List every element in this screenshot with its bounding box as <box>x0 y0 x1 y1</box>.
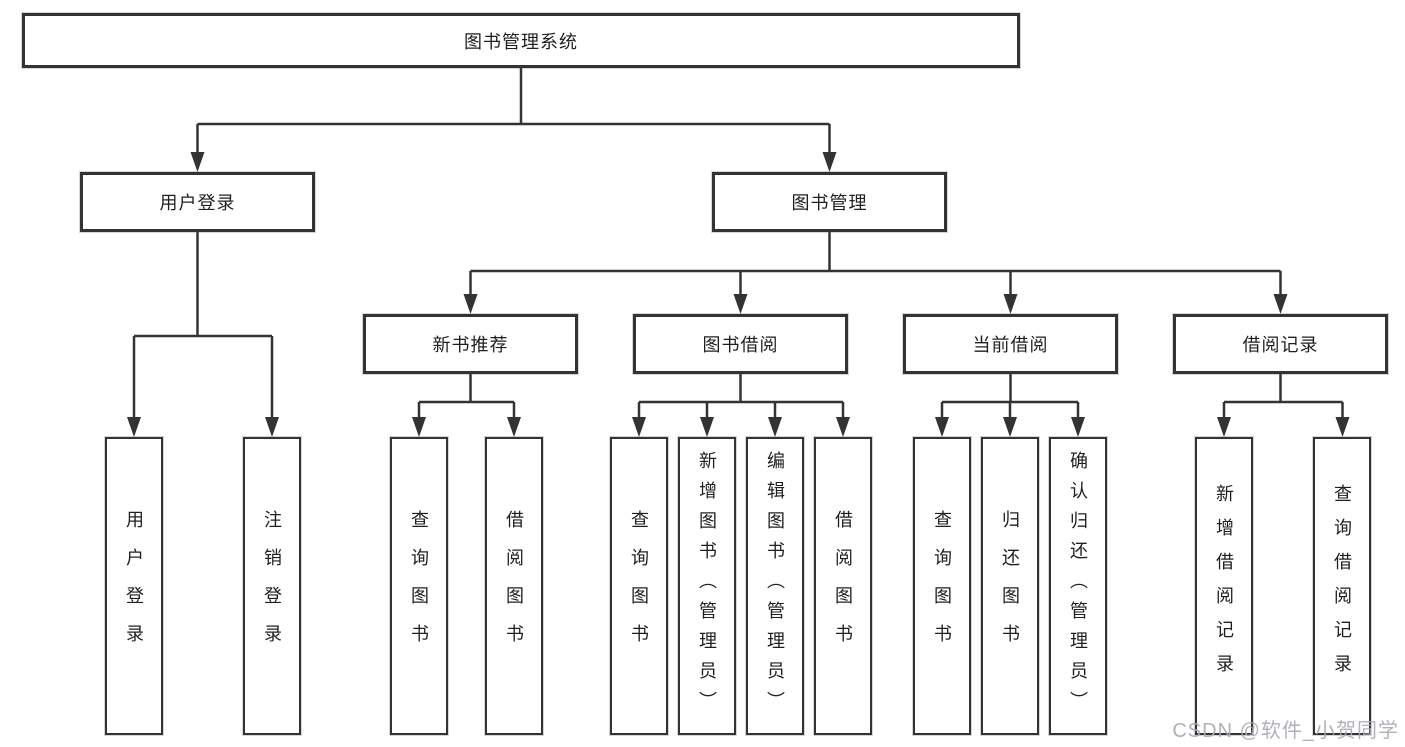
node-label: 新书推荐 <box>432 335 509 355</box>
node-label: 借阅图书 <box>504 510 524 662</box>
node-label: 查询图书 <box>932 510 952 662</box>
node-library-system: 图书管理系统 <box>22 13 1020 68</box>
node-book-management: 图书管理 <box>712 172 947 232</box>
node-label: 用户登录 <box>124 510 144 662</box>
leaf-records-add-record: 新增借阅记录 <box>1195 437 1253 735</box>
node-label: 借阅图书 <box>833 510 853 662</box>
leaf-current-query-books: 查询图书 <box>913 437 971 735</box>
node-user-login: 用户登录 <box>80 172 315 232</box>
node-label: 图书管理系统 <box>464 31 578 52</box>
leaf-borrowing-edit-books-admin: 编辑图书（管理员） <box>746 437 804 735</box>
node-label: 图书借阅 <box>702 335 779 355</box>
node-label: 新增借阅记录 <box>1214 484 1234 688</box>
node-current-borrowing: 当前借阅 <box>903 314 1118 374</box>
leaf-borrowing-borrow-books: 借阅图书 <box>814 437 872 735</box>
leaf-recommend-borrow-books: 借阅图书 <box>485 437 543 735</box>
leaf-current-confirm-return-admin: 确认归还（管理员） <box>1049 437 1107 735</box>
leaf-records-query-record: 查询借阅记录 <box>1313 437 1371 735</box>
leaf-recommend-query-books: 查询图书 <box>390 437 448 735</box>
leaf-current-return-books: 归还图书 <box>981 437 1039 735</box>
node-borrowing-records: 借阅记录 <box>1173 314 1388 374</box>
node-label: 借阅记录 <box>1242 335 1319 355</box>
node-label: 归还图书 <box>1000 510 1020 662</box>
node-label: 确认归还（管理员） <box>1068 451 1088 721</box>
node-book-borrowing: 图书借阅 <box>633 314 848 374</box>
leaf-user-login: 用户登录 <box>105 437 163 735</box>
leaf-borrowing-query-books: 查询图书 <box>610 437 668 735</box>
leaf-borrowing-add-books-admin: 新增图书（管理员） <box>678 437 736 735</box>
node-label: 用户登录 <box>159 193 236 213</box>
node-label: 新增图书（管理员） <box>697 451 717 721</box>
csdn-watermark: CSDN @软件_小贺同学 <box>1172 720 1399 742</box>
node-label: 编辑图书（管理员） <box>765 451 785 721</box>
node-label: 图书管理 <box>791 193 868 213</box>
node-label: 查询图书 <box>409 510 429 662</box>
node-label: 注销登录 <box>262 510 282 662</box>
node-label: 查询图书 <box>629 510 649 662</box>
node-label: 查询借阅记录 <box>1332 484 1352 688</box>
leaf-logout-login: 注销登录 <box>243 437 301 735</box>
node-new-book-recommend: 新书推荐 <box>363 314 578 374</box>
node-label: 当前借阅 <box>972 335 1049 355</box>
